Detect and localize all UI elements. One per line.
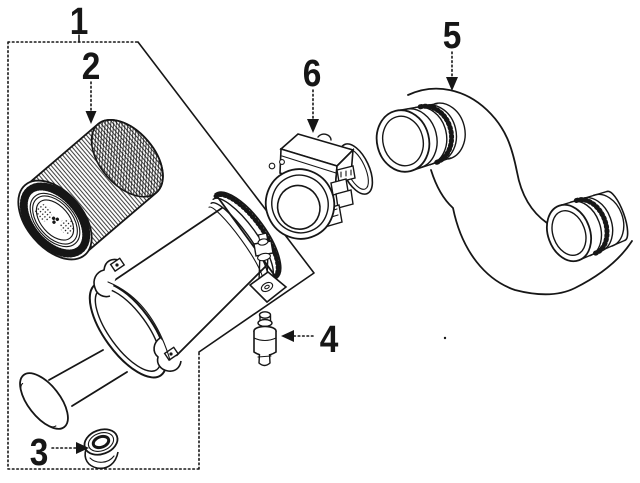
maf-ear-screw (268, 162, 276, 170)
dome-hatch-band (213, 192, 281, 280)
cover-seam (107, 281, 171, 361)
grommet-hole (91, 434, 111, 450)
bracket-bolt (257, 238, 269, 246)
duct-bottom-edge (430, 169, 633, 296)
filter-rim-teeth (19, 182, 91, 258)
callout-2: 2 (82, 45, 101, 124)
enclosure-box-dashed-edges (7, 41, 200, 470)
intake-horn-bell (19, 372, 69, 430)
enclosure-box (7, 41, 315, 470)
callout-3: 3 (30, 431, 89, 473)
callout-6: 6 (303, 52, 322, 133)
duct-top-edge (407, 87, 548, 224)
duct-right-cuff (546, 190, 629, 263)
callout-2-arrowhead (85, 111, 97, 124)
filter-front-face (17, 179, 93, 261)
valve-bottom-nipple (257, 353, 272, 367)
check-valve (253, 311, 277, 367)
callout-2-number: 2 (82, 45, 101, 87)
callout-5: 5 (443, 14, 462, 91)
duct-right-cuff-ribs (573, 197, 610, 256)
grommet (83, 428, 119, 470)
callout-5-number: 5 (443, 14, 462, 56)
callout-1: 1 (70, 0, 89, 43)
callout-1-number: 1 (70, 0, 89, 42)
callout-6-number: 6 (303, 52, 322, 94)
mounting-bracket (248, 232, 288, 304)
intake-snorkel (19, 349, 128, 430)
callout-4: 4 (281, 318, 338, 360)
duct-left-cuff-ribs (417, 103, 455, 166)
bracket-bolt-hole (260, 281, 274, 293)
air-filter-element (17, 118, 164, 261)
print-speck (443, 336, 447, 340)
filter-media-stipple-lower (59, 219, 75, 235)
intake-duct (375, 87, 633, 296)
callout-3-arrowhead (76, 442, 89, 454)
callout-3-number: 3 (30, 431, 49, 473)
callout-4-number: 4 (320, 318, 339, 360)
air-cleaner-housing (19, 191, 288, 430)
enclosure-box-solid-edges (137, 41, 315, 353)
maf-sensor (264, 133, 374, 240)
valve-top-nipple (257, 311, 273, 328)
filter-media-stipple-upper (35, 204, 52, 222)
maf-top-tab (317, 133, 332, 141)
valve-body (253, 331, 277, 357)
callout-5-arrowhead (446, 77, 458, 91)
maf-bore-opening (276, 184, 321, 230)
callout-6-arrowhead (307, 119, 319, 133)
duct-left-cuff (375, 102, 467, 173)
clip-lower (153, 337, 182, 372)
canister-bottom-edge (162, 261, 271, 370)
maf-connector (330, 165, 356, 209)
maf-bore (264, 168, 336, 240)
callout-4-arrowhead (281, 330, 294, 342)
clip-upper (93, 257, 126, 298)
filter-center-mark (51, 216, 60, 224)
canister-top-edge (99, 207, 223, 291)
